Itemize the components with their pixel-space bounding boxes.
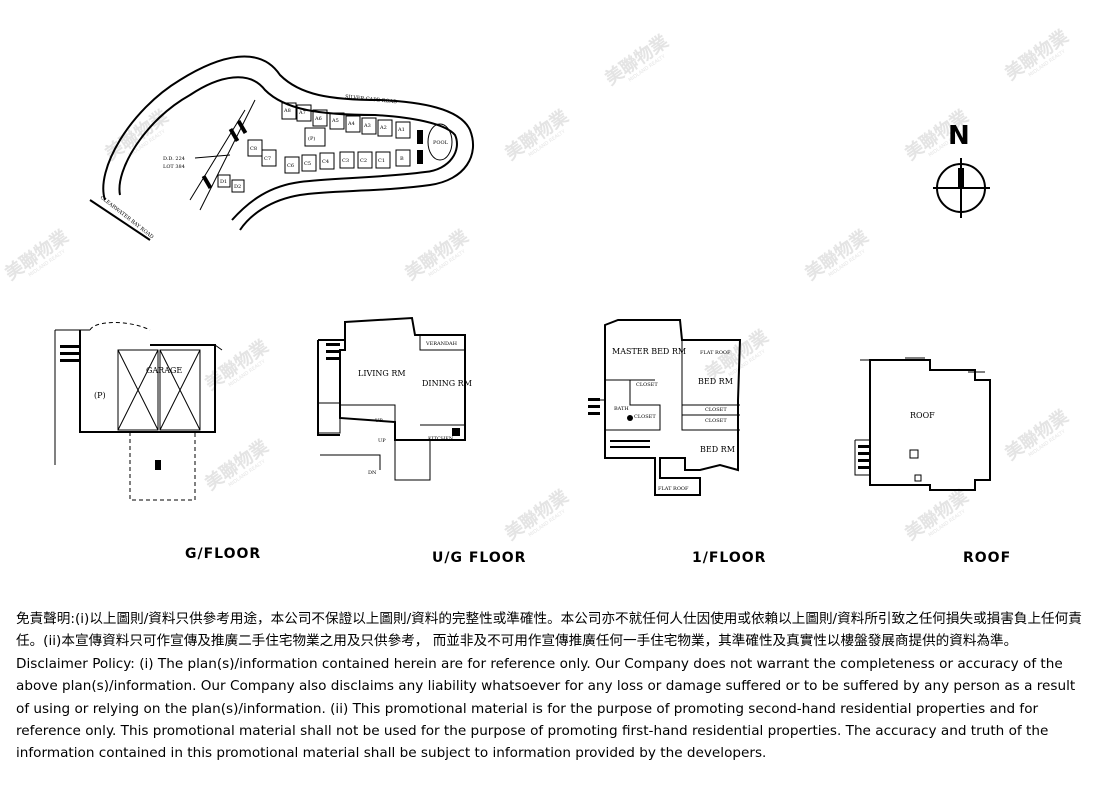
closet-label-3: CLOSET: [705, 407, 727, 413]
closet-label-2: CLOSET: [634, 414, 656, 420]
disclaimer: 免責聲明:(i)以上圖則/資料只供參考用途，本公司不保證以上圖則/資料的完整性或…: [16, 608, 1086, 765]
first-floor-plan: MASTER BED RM BED RM BED RM BATH CLOSET …: [588, 319, 766, 566]
site-plan: POOL (P) SILVER CAPE ROAD CLEARWATER BAY…: [89, 55, 475, 241]
road-label-silver-cape: SILVER CAPE ROAD: [345, 94, 398, 105]
lot-dd-label: D.D. 224: [163, 156, 185, 162]
down-label: DN: [368, 470, 377, 476]
ground-floor-title: G/FLOOR: [185, 546, 261, 562]
kitchen-label: KITCHEN: [428, 436, 454, 442]
house-code-c4: C4: [322, 159, 329, 165]
first-floor-title: 1/FLOOR: [692, 550, 766, 566]
bedroom-label-1: BED RM: [698, 377, 733, 386]
house-code-d1: D1: [220, 179, 227, 185]
roof-plan: ROOF ROOF: [854, 357, 1011, 566]
disclaimer-chinese: 免責聲明:(i)以上圖則/資料只供參考用途，本公司不保證以上圖則/資料的完整性或…: [16, 611, 1082, 650]
house-code-a8: A8: [283, 108, 291, 114]
house-code-d2: D2: [234, 184, 241, 190]
house-code-a6: A6: [314, 116, 322, 122]
flat-roof-label-1: FLAT ROOF: [700, 350, 731, 356]
closet-label-4: CLOSET: [705, 418, 727, 424]
closet-label-1: CLOSET: [636, 382, 658, 388]
house-code-b: B: [400, 156, 404, 162]
house-code-a4: A4: [347, 121, 355, 127]
garage-label: GARAGE: [146, 366, 182, 375]
house-code-a3: A3: [363, 123, 371, 129]
living-room-label: LIVING RM: [358, 369, 406, 378]
house-code-c1: C1: [378, 158, 385, 164]
verandah-label: VERANDAH: [425, 341, 458, 347]
roof-label: ROOF: [910, 411, 935, 420]
house-code-a1: A1: [397, 127, 405, 133]
house-code-c2: C2: [360, 158, 367, 164]
bedroom-label-2: BED RM: [700, 445, 735, 454]
dining-room-label: DINING RM: [422, 379, 472, 388]
upper-ground-floor-plan: LIVING RM DINING RM KITCHEN VERANDAH UP …: [317, 316, 526, 566]
house-code-a7: A7: [298, 110, 306, 116]
house-code-a5: A5: [331, 118, 339, 124]
compass-north-label: N: [948, 121, 970, 151]
house-code-c8: C8: [250, 146, 257, 152]
house-code-c7: C7: [264, 156, 271, 162]
master-bedroom-label: MASTER BED RM: [612, 347, 686, 356]
house-code-c6: C6: [287, 163, 294, 169]
house-code-c5: C5: [304, 161, 311, 167]
road-label-clearwater-bay: CLEARWATER BAY ROAD: [99, 195, 155, 240]
up-label-2: UP: [378, 438, 386, 444]
parking-label: (P): [308, 135, 315, 142]
up-label: UP: [375, 418, 383, 424]
disclaimer-english: Disclaimer Policy: (i) The plan(s)/infor…: [16, 655, 1076, 762]
house-code-c3: C3: [342, 158, 349, 164]
flat-roof-label-2: FLAT ROOF: [658, 486, 689, 492]
roof-title: ROOF: [963, 550, 1011, 566]
north-compass: N: [933, 121, 990, 218]
pool-label: POOL: [433, 140, 449, 146]
upper-ground-floor-title: U/G FLOOR: [432, 550, 526, 566]
lot-number-label: LOT 384: [163, 164, 185, 170]
ground-floor-plan: GARAGE (P) G/FLOOR: [54, 322, 261, 562]
ground-parking-label: (P): [94, 391, 106, 400]
bath-label: BATH: [614, 406, 629, 412]
house-code-a2: A2: [379, 125, 387, 131]
